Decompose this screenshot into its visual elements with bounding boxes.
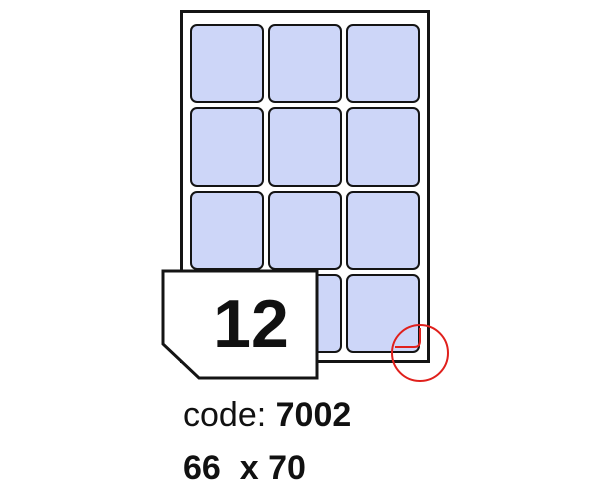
red-circle-corner-icon bbox=[389, 322, 453, 391]
label-cell bbox=[268, 24, 342, 104]
label-cell bbox=[190, 107, 264, 187]
label-size-line: 66 x 70 bbox=[183, 445, 306, 491]
product-code-line: code: 7002 bbox=[183, 392, 351, 438]
label-cell bbox=[346, 24, 420, 104]
label-cell bbox=[268, 107, 342, 187]
label-count: 12 bbox=[213, 286, 289, 362]
label-cell bbox=[346, 190, 420, 270]
product-code-prefix: code: bbox=[183, 396, 267, 434]
label-size-width: 66 bbox=[183, 449, 221, 487]
label-count-badge: 12 bbox=[161, 269, 319, 380]
label-cell bbox=[190, 24, 264, 104]
label-cell bbox=[346, 107, 420, 187]
label-count-badge-shape bbox=[161, 269, 319, 380]
label-size-separator: x bbox=[239, 449, 259, 487]
label-size-height: 70 bbox=[268, 449, 306, 487]
label-cell bbox=[190, 190, 264, 270]
label-cell bbox=[268, 190, 342, 270]
label-sheet bbox=[180, 10, 430, 363]
label-cell bbox=[346, 273, 420, 353]
product-code-value: 7002 bbox=[275, 396, 352, 434]
